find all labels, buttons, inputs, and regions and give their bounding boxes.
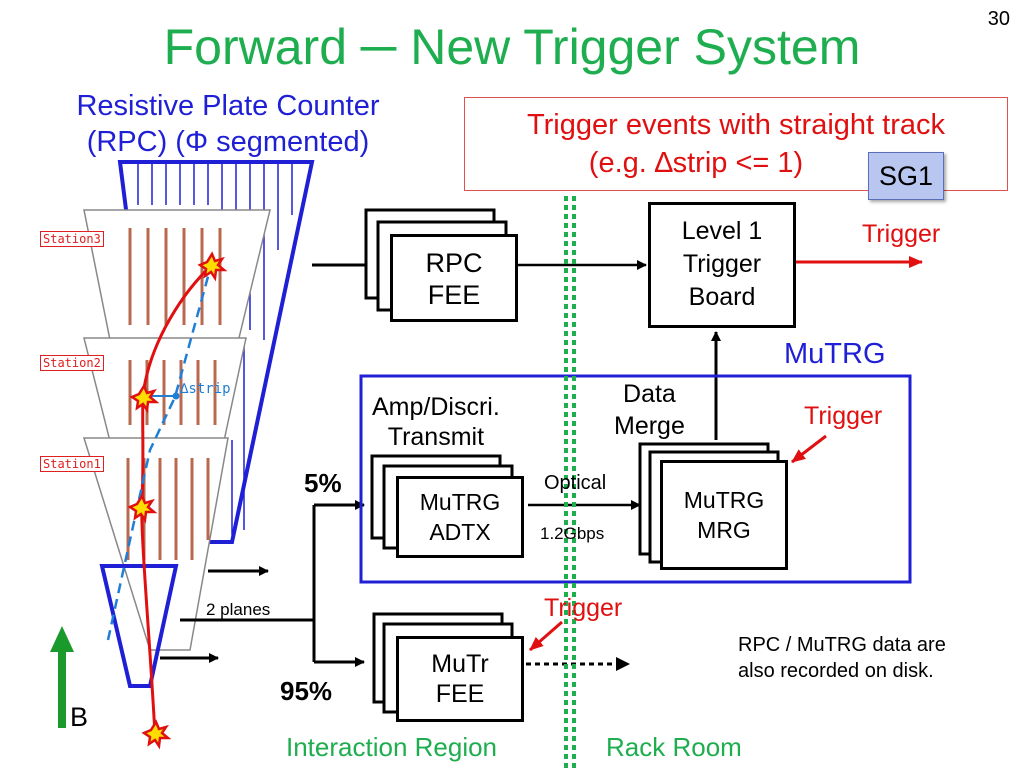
- mutrg-label: MuTRG: [784, 338, 886, 370]
- mrg-line2: MRG: [697, 517, 751, 543]
- b-field-label: B: [70, 702, 89, 732]
- rack-room-label: Rack Room: [606, 732, 742, 762]
- trigger-label-bottom: Trigger: [544, 594, 623, 622]
- data-merge-label: Data Merge: [614, 378, 685, 442]
- data-merge-line2: Merge: [614, 412, 685, 440]
- level1-line2: Trigger: [682, 250, 762, 278]
- dotted-output-arrowhead: [616, 657, 630, 671]
- rpc-small-detector: [99, 564, 179, 688]
- trigger-pointer-mutr: [529, 620, 563, 652]
- trigger-pointer-mrg: [791, 434, 827, 464]
- rpc-fee-line1: RPC: [425, 248, 483, 278]
- mrg-line1: MuTRG: [683, 487, 765, 513]
- data-merge-line1: Data: [623, 380, 676, 408]
- trigger-label-top: Trigger: [862, 220, 941, 248]
- amp-discri-line2: Transmit: [387, 423, 485, 451]
- mutrg-adtx-box: MuTRG ADTX: [396, 476, 524, 558]
- trigger-note-line1: Trigger events with straight track: [527, 109, 945, 141]
- station1-plate: [82, 437, 229, 651]
- percent-5-label: 5%: [304, 468, 342, 498]
- level1-line3: Board: [688, 283, 756, 311]
- splitter-lines: [180, 500, 365, 667]
- disk-note: RPC / MuTRG data are also recorded on di…: [738, 632, 946, 684]
- rpc-label-line1: Resistive Plate Counter: [76, 90, 380, 122]
- hit-markers: [127, 251, 228, 750]
- percent-95-label: 95%: [280, 676, 333, 706]
- station1-label: Station1: [40, 456, 104, 472]
- level1-line1: Level 1: [681, 217, 763, 245]
- rpc-label: Resistive Plate Counter (RPC) (Φ segment…: [18, 88, 438, 160]
- delta-strip-label: ∆strip: [180, 381, 231, 397]
- page-number: 30: [987, 8, 1010, 30]
- disk-note-line2: also recorded on disk.: [738, 660, 934, 682]
- adtx-line2: ADTX: [429, 519, 491, 545]
- amp-discri-line1: Amp/Discri.: [372, 393, 500, 421]
- page-title: Forward ─ New Trigger System: [163, 19, 861, 75]
- adtx-line1: MuTRG: [419, 489, 501, 515]
- b-field-arrow: [50, 626, 74, 728]
- gbps-label: 1.2Gbps: [540, 524, 605, 543]
- station2-label: Station2: [40, 355, 104, 371]
- interaction-region-label: Interaction Region: [286, 732, 498, 762]
- two-planes-label: 2 planes: [206, 600, 271, 619]
- sg1-badge: SG1: [868, 152, 944, 200]
- disk-note-line1: RPC / MuTRG data are: [738, 634, 946, 656]
- trigger-condition-note: Trigger events with straight track (e.g.…: [464, 97, 1008, 191]
- mutrg-frame: [359, 374, 912, 584]
- amp-discri-label: Amp/Discri. Transmit: [372, 392, 500, 452]
- station3-label: Station3: [40, 231, 104, 247]
- trigger-label-mid: Trigger: [804, 402, 883, 430]
- optical-label: Optical: [544, 472, 607, 494]
- rpc-fee-line2: FEE: [427, 280, 481, 310]
- mutr-fee-line1: MuTr: [431, 650, 489, 678]
- rpc-fee-box: RPC FEE: [390, 234, 518, 322]
- mutr-fee-box: MuTr FEE: [396, 636, 524, 722]
- mutrg-mrg-box: MuTRG MRG: [660, 460, 788, 570]
- rpc-label-line2: (RPC) (Φ segmented): [86, 126, 370, 158]
- level1-trigger-board: Level 1 Trigger Board: [648, 202, 796, 328]
- trigger-note-line2: (e.g. ∆strip <= 1): [588, 147, 804, 179]
- mutr-fee-line2: FEE: [435, 680, 485, 708]
